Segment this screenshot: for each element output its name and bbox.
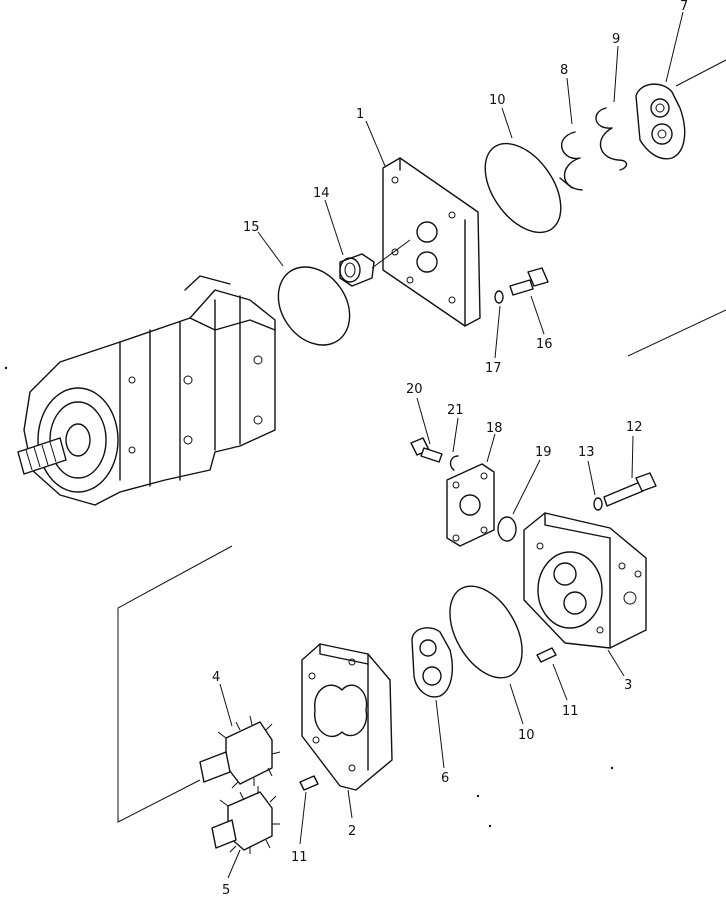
dust-dot	[610, 766, 614, 770]
callout-3: 3	[624, 678, 632, 693]
part-bolt-12	[603, 472, 657, 507]
pump-assembly	[23, 275, 276, 506]
callout-11-right: 11	[562, 704, 579, 719]
pump-shaft	[17, 437, 67, 475]
part-washer-13	[593, 497, 603, 511]
part-bushing-14	[339, 239, 411, 287]
part-seal-plate-7	[635, 83, 686, 160]
part-bolt-16	[509, 267, 549, 296]
part-pin-11-left	[299, 775, 319, 791]
part-gear-shaft-5	[211, 786, 280, 854]
callout-16: 16	[536, 337, 553, 352]
dust-dot	[476, 794, 480, 798]
callout-15: 15	[243, 220, 260, 235]
callout-18: 18	[486, 421, 503, 436]
part-housing-3	[523, 512, 647, 649]
part-seal-plate-6	[411, 627, 453, 698]
part-clip-8	[559, 131, 583, 191]
leader-lines	[219, 11, 684, 879]
part-oring-10-top	[484, 142, 562, 234]
callout-10-bottom: 10	[518, 728, 535, 743]
part-gear-housing-2	[301, 643, 393, 791]
part-plate-1	[382, 157, 481, 327]
callout-19: 19	[535, 445, 552, 460]
callout-labels: 1 2 3 4 5 6 7 8 9 10 10 11 11 12 13 14 1…	[212, 0, 688, 898]
part-clip-9	[595, 107, 628, 171]
part-pin-11-right	[536, 647, 557, 663]
part-oring-19	[497, 516, 517, 542]
callout-20: 20	[406, 382, 423, 397]
callout-14: 14	[313, 186, 330, 201]
part-oring-10-bottom	[449, 585, 523, 679]
callout-11-left: 11	[291, 850, 308, 865]
callout-9: 9	[612, 32, 620, 47]
part-washer-21	[449, 455, 459, 471]
callout-21: 21	[447, 403, 464, 418]
callout-10-top: 10	[489, 93, 506, 108]
callout-12: 12	[626, 420, 643, 435]
part-gear-shaft-4	[199, 715, 281, 789]
bracket-line	[117, 545, 233, 823]
part-washer-17	[494, 290, 504, 304]
callout-17: 17	[485, 361, 502, 376]
callout-7: 7	[680, 0, 688, 14]
part-oring-15	[277, 266, 351, 346]
axis-line-right	[627, 309, 726, 357]
dust-dot	[4, 366, 8, 370]
dust-dot	[488, 824, 492, 828]
callout-6: 6	[441, 771, 449, 786]
part-bolt-20	[410, 437, 443, 463]
callout-1: 1	[356, 107, 364, 122]
callout-13: 13	[578, 445, 595, 460]
axis-line-top	[675, 59, 726, 87]
callout-5: 5	[222, 883, 230, 898]
callout-2: 2	[348, 824, 356, 839]
callout-4: 4	[212, 670, 220, 685]
callout-8: 8	[560, 63, 568, 78]
part-flange-18	[446, 463, 495, 547]
